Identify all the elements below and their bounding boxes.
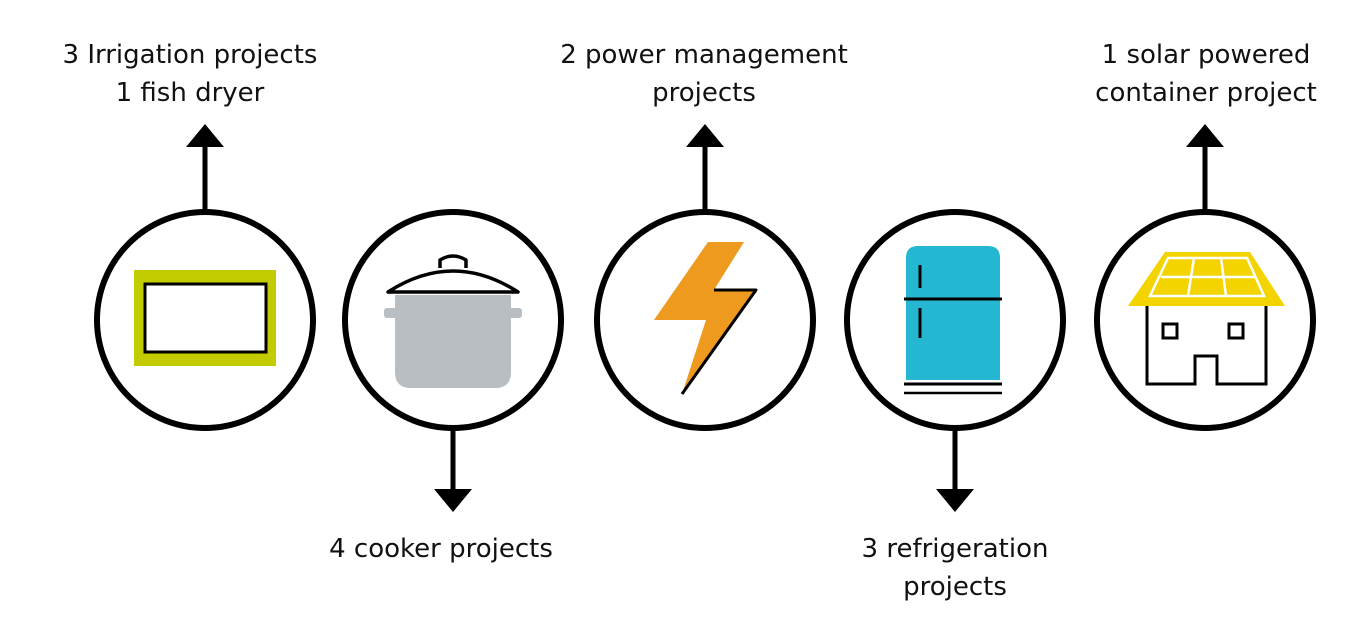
- label-container-line-1: 1 solar powered: [1101, 40, 1311, 70]
- label-power-line-1: 2 power management: [560, 40, 848, 70]
- arrowhead-irrigation: [186, 124, 224, 147]
- solar-panel-icon: [134, 270, 276, 366]
- arrowhead-refrigeration: [936, 489, 974, 512]
- label-refrigeration: 3 refrigeration projects: [862, 530, 1049, 606]
- lightning-bolt-icon: [654, 242, 758, 395]
- label-container-line-2: container project: [1095, 78, 1317, 108]
- arrowhead-container: [1186, 124, 1224, 147]
- node-circle-container: [1094, 209, 1316, 431]
- arrowhead-cooker: [434, 489, 472, 512]
- label-refrigeration-line-1: 3 refrigeration: [861, 534, 1049, 564]
- label-cooker-line-1: 4 cooker projects: [329, 534, 553, 564]
- label-power: 2 power management projects: [560, 36, 848, 112]
- arrowhead-power: [686, 124, 724, 147]
- label-irrigation: 3 Irrigation projects 1 fish dryer: [63, 36, 318, 112]
- label-power-line-2: projects: [652, 78, 756, 108]
- label-irrigation-line-1: 3 Irrigation projects: [62, 40, 318, 70]
- cooking-pot-icon: [384, 254, 522, 388]
- refrigerator-icon: [904, 246, 1002, 395]
- label-cooker: 4 cooker projects: [329, 530, 553, 568]
- label-irrigation-line-2: 1 fish dryer: [115, 78, 265, 108]
- label-refrigeration-line-2: projects: [903, 572, 1007, 602]
- solar-house-icon: [1128, 252, 1285, 386]
- label-container: 1 solar powered container project: [1095, 36, 1317, 112]
